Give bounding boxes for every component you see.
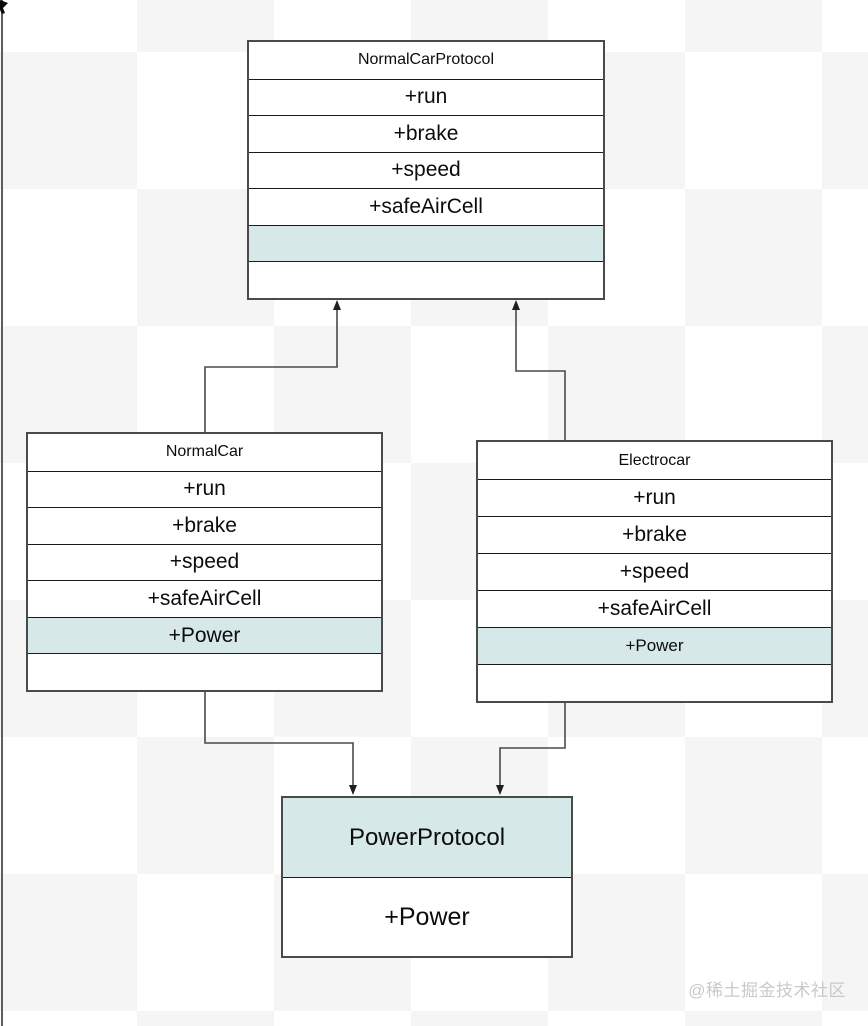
class-member: +run — [478, 479, 831, 516]
arrowhead-up-icon — [512, 300, 520, 310]
class-box-normalcarprotocol: NormalCarProtocol +run +brake +speed +sa… — [247, 40, 605, 300]
class-box-normalcar: NormalCar +run +brake +speed +safeAirCel… — [26, 432, 383, 692]
class-title: NormalCar — [165, 443, 244, 461]
connector-normalcar-to-normalcarprotocol — [204, 306, 338, 432]
arrowhead-down-icon — [349, 785, 357, 795]
class-empty-row — [478, 664, 831, 701]
connector-normalcar-to-powerprotocol — [204, 692, 354, 789]
class-title-highlighted: PowerProtocol — [283, 798, 571, 877]
class-member: +speed — [478, 553, 831, 590]
class-highlight-empty-row — [249, 224, 603, 262]
class-title: Electrocar — [618, 451, 691, 469]
class-title: NormalCarProtocol — [357, 51, 495, 69]
class-member-highlighted: +Power — [28, 616, 381, 654]
class-member: +Power — [283, 877, 571, 956]
arrowhead-down-icon — [496, 785, 504, 795]
class-member-highlighted: +Power — [478, 627, 831, 664]
class-member: +speed — [28, 543, 381, 581]
class-member: +brake — [249, 115, 603, 152]
class-member: +safeAirCell — [249, 188, 603, 225]
clipped-cursor-fragment-icon — [0, 0, 8, 14]
class-member: +speed — [249, 151, 603, 189]
class-member: +brake — [478, 516, 831, 553]
class-member: +brake — [28, 507, 381, 544]
class-box-powerprotocol: PowerProtocol +Power — [281, 796, 573, 958]
class-member: +safeAirCell — [478, 590, 831, 627]
class-member: +run — [28, 470, 381, 508]
class-member: +safeAirCell — [28, 580, 381, 617]
class-empty-row — [28, 653, 381, 690]
connector-electrocar-to-normalcarprotocol — [515, 306, 566, 440]
arrowhead-up-icon — [333, 300, 341, 310]
class-empty-row — [249, 261, 603, 298]
connector-electrocar-to-powerprotocol — [499, 703, 566, 789]
class-member: +run — [249, 78, 603, 116]
watermark-text: @稀土掘金技术社区 — [688, 981, 846, 1000]
class-box-electrocar: Electrocar +run +brake +speed +safeAirCe… — [476, 440, 833, 703]
left-edge-line — [1, 0, 3, 1026]
